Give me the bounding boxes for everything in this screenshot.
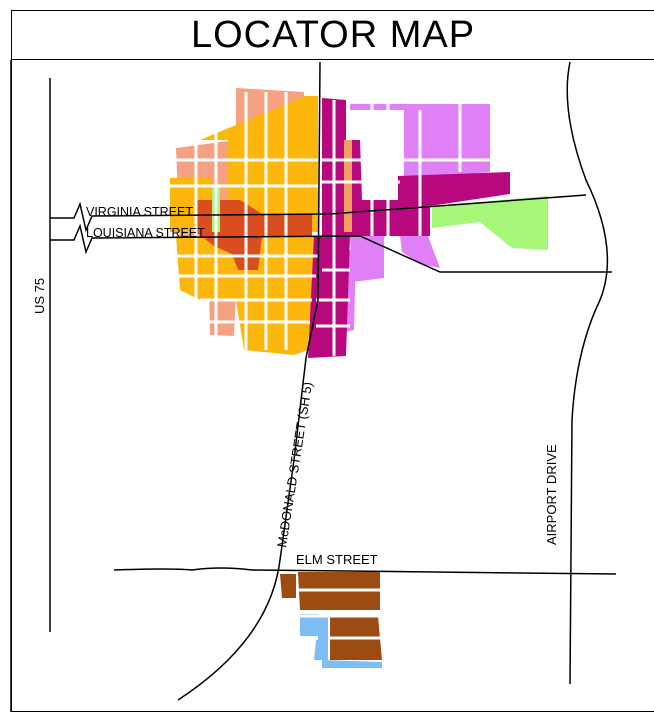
parcel-tan [344,140,352,232]
parcel-violet [350,236,384,282]
label-us75: US 75 [32,278,47,314]
label-elm-street: ELM STREET [296,552,378,567]
parcel-red [196,200,312,270]
parcel-brown [280,574,296,598]
label-airport-drive: AIRPORT DRIVE [544,444,559,545]
label-louisiana-street: LOUISIANA STREET [86,226,205,240]
road-louisiana [50,223,612,273]
road-network [49,61,617,701]
parcel-violet [400,236,440,268]
road-airport [566,61,609,685]
street-grid [170,92,510,640]
label-virginia-street: VIRGINIA STREET [86,205,193,219]
parcel-orange [200,96,318,232]
parcel-blue [318,616,328,660]
map-frame [11,60,654,712]
road-virginia [50,194,587,233]
parcel-blue [300,614,318,636]
road-mcdonald [177,61,321,701]
parcel-blue [322,660,382,668]
road-elm [113,567,617,575]
title-bar: LOCATOR MAP [11,10,654,60]
map-title: LOCATOR MAP [190,13,476,56]
parcel-magenta [322,140,510,236]
parcel-green [432,196,548,250]
